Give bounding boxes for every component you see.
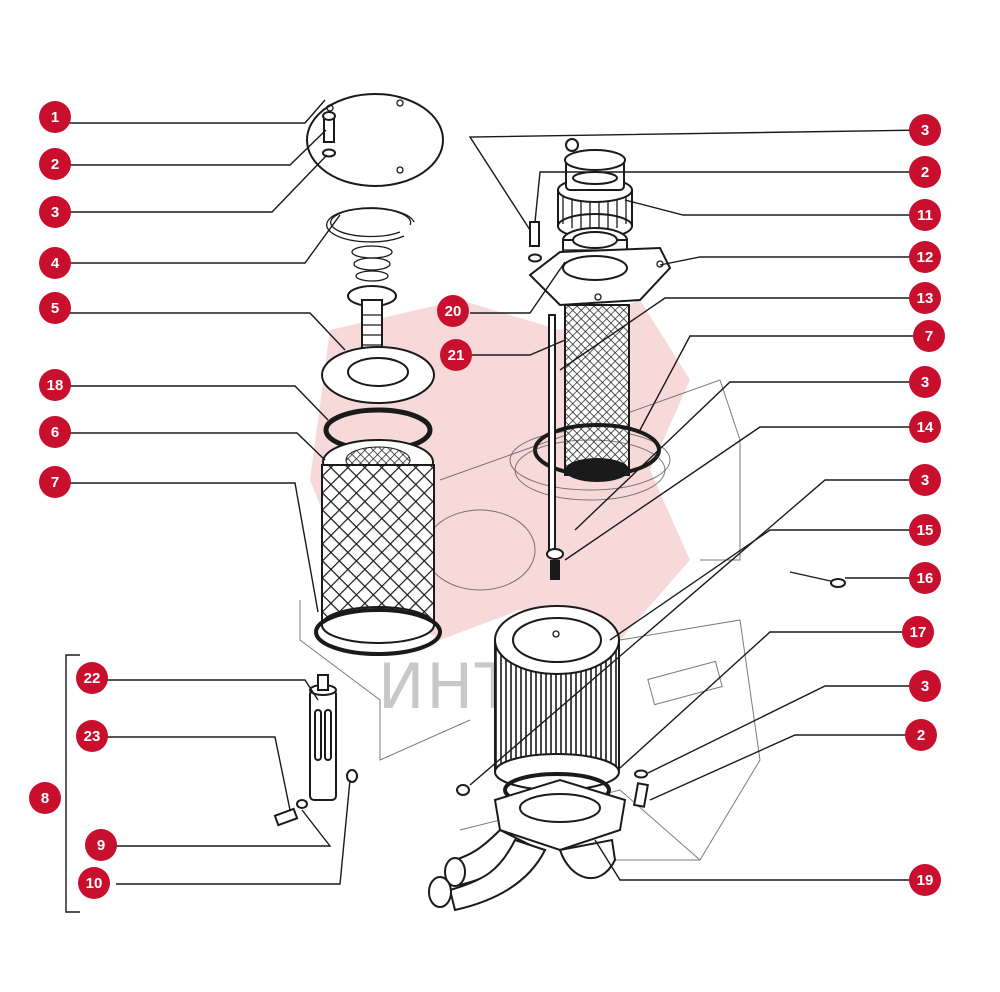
- svg-text:4: 4: [51, 255, 60, 272]
- cover-plate: [306, 93, 444, 187]
- svg-text:15: 15: [917, 522, 934, 539]
- callout-3-right-a: 3: [909, 114, 941, 146]
- svg-text:3: 3: [921, 122, 929, 139]
- callout-17: 17: [902, 616, 934, 648]
- svg-text:3: 3: [921, 472, 929, 489]
- callout-3: 3: [39, 196, 71, 228]
- svg-text:7: 7: [925, 328, 933, 345]
- o-ring-7: [314, 608, 442, 656]
- callout-20: 20: [437, 295, 469, 327]
- callout-2: 2: [39, 148, 71, 180]
- callout-18: 18: [39, 369, 71, 401]
- washer-part: [322, 148, 336, 158]
- svg-text:3: 3: [51, 204, 59, 221]
- svg-text:2: 2: [51, 156, 59, 173]
- svg-text:8: 8: [41, 790, 49, 807]
- svg-text:2: 2: [921, 164, 929, 181]
- left-filter-assembly: [306, 93, 444, 656]
- svg-text:11: 11: [917, 207, 933, 224]
- right-filter-assembly: [428, 138, 846, 912]
- callout-9: 9: [85, 829, 117, 861]
- callout-16: 16: [909, 562, 941, 594]
- callout-3-right-d: 3: [909, 670, 941, 702]
- callout-10: 10: [78, 867, 110, 899]
- svg-text:13: 13: [917, 290, 934, 307]
- svg-text:22: 22: [84, 670, 101, 687]
- callout-23: 23: [76, 720, 108, 752]
- callout-1: 1: [39, 101, 71, 133]
- svg-text:6: 6: [51, 424, 59, 441]
- spring-part: [351, 245, 393, 282]
- callout-3-right-c: 3: [909, 464, 941, 496]
- svg-text:10: 10: [86, 875, 103, 892]
- svg-text:23: 23: [84, 728, 101, 745]
- callout-15: 15: [909, 514, 941, 546]
- svg-text:16: 16: [917, 570, 934, 587]
- svg-text:18: 18: [47, 377, 64, 394]
- svg-text:5: 5: [51, 300, 59, 317]
- callout-5: 5: [39, 292, 71, 324]
- svg-text:21: 21: [448, 347, 465, 364]
- svg-text:7: 7: [51, 474, 59, 491]
- callout-7-left: 7: [39, 466, 71, 498]
- callout-2-right-a: 2: [909, 156, 941, 188]
- svg-text:12: 12: [917, 249, 934, 266]
- sight-gauge-assembly: [65, 654, 358, 913]
- callout-badges: 1 2 3 4 5 18 6 7 22 23 8 9 10 20 21 3 2 …: [29, 101, 945, 899]
- svg-text:3: 3: [921, 374, 929, 391]
- svg-text:1: 1: [51, 109, 59, 126]
- svg-text:3: 3: [921, 678, 929, 695]
- callout-19: 19: [909, 864, 941, 896]
- strainer-basket: [564, 304, 630, 476]
- callout-7-right: 7: [913, 320, 945, 352]
- svg-text:17: 17: [910, 624, 927, 641]
- callout-14: 14: [909, 411, 941, 443]
- mesh-filter-element: [321, 464, 435, 626]
- callout-22: 22: [76, 662, 108, 694]
- callout-6: 6: [39, 416, 71, 448]
- svg-text:9: 9: [97, 837, 105, 854]
- snap-ring: [330, 207, 412, 238]
- callout-2-right-b: 2: [905, 719, 937, 751]
- callout-13: 13: [909, 282, 941, 314]
- callout-21: 21: [440, 339, 472, 371]
- svg-text:20: 20: [445, 303, 462, 320]
- callout-8: 8: [29, 782, 61, 814]
- svg-text:2: 2: [917, 727, 925, 744]
- leader-lines: [67, 99, 926, 885]
- callout-12: 12: [909, 241, 941, 273]
- callout-3-right-b: 3: [909, 366, 941, 398]
- callout-11: 11: [909, 199, 941, 231]
- callout-4: 4: [39, 247, 71, 279]
- svg-text:19: 19: [917, 872, 934, 889]
- svg-text:14: 14: [917, 419, 934, 436]
